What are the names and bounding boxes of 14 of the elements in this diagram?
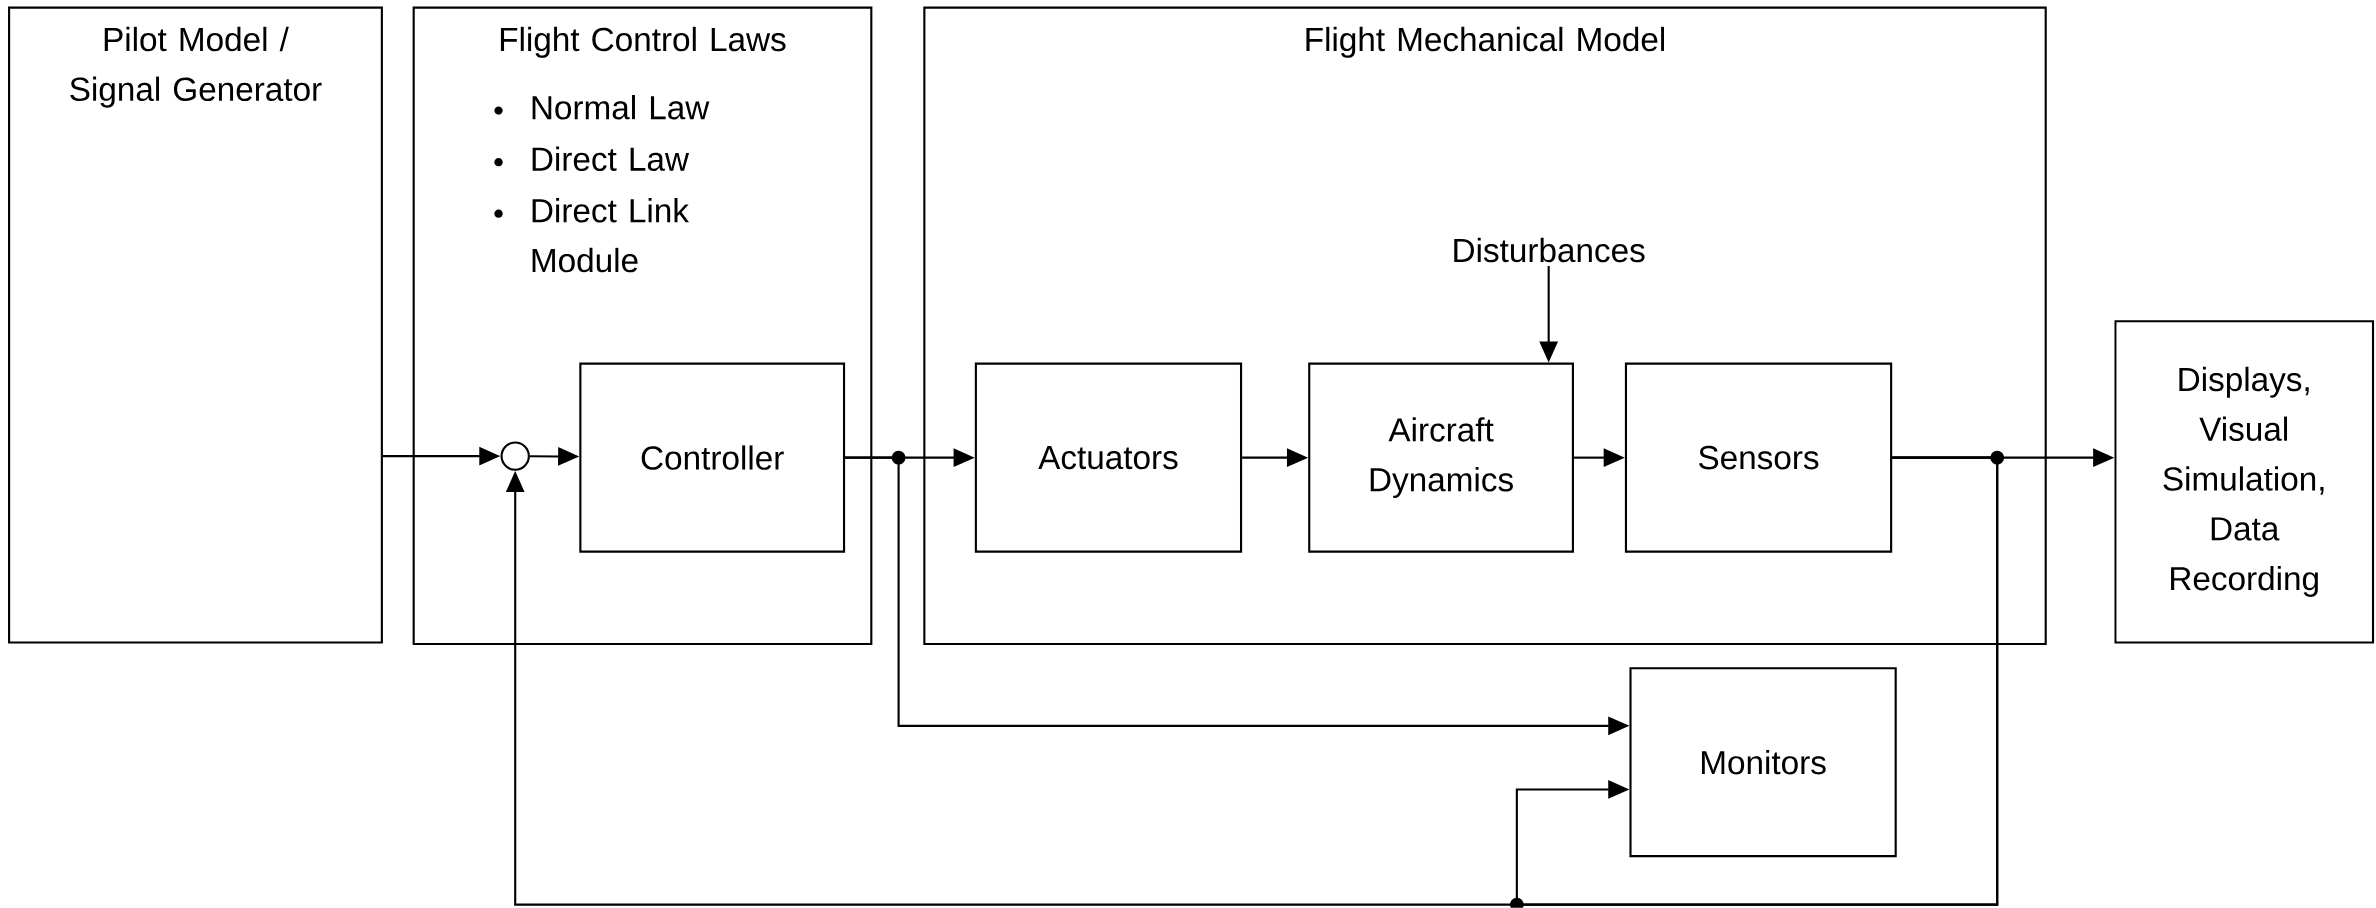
node-label: Direct Link Module — [532, 198, 690, 273]
process-box: Actuators — [974, 362, 1243, 553]
process-box: Sensors — [1624, 362, 1893, 553]
process-box: Aircraft Dynamics — [1308, 362, 1574, 553]
node-label: Direct Law — [532, 146, 690, 172]
node-label: Flight Control Laws — [500, 26, 786, 58]
process-box: Monitors — [1629, 667, 1897, 858]
summing-junction — [500, 441, 530, 471]
arrow — [1515, 456, 1999, 906]
input-label: Disturbances — [1454, 237, 1645, 263]
process-box: Controller — [579, 362, 846, 553]
block-box: Pilot Model / Signal Generator — [8, 6, 383, 644]
process-box: Displays, Visual Simulation, Data Recording — [2114, 320, 2375, 644]
node-label: Normal Law — [532, 95, 710, 120]
